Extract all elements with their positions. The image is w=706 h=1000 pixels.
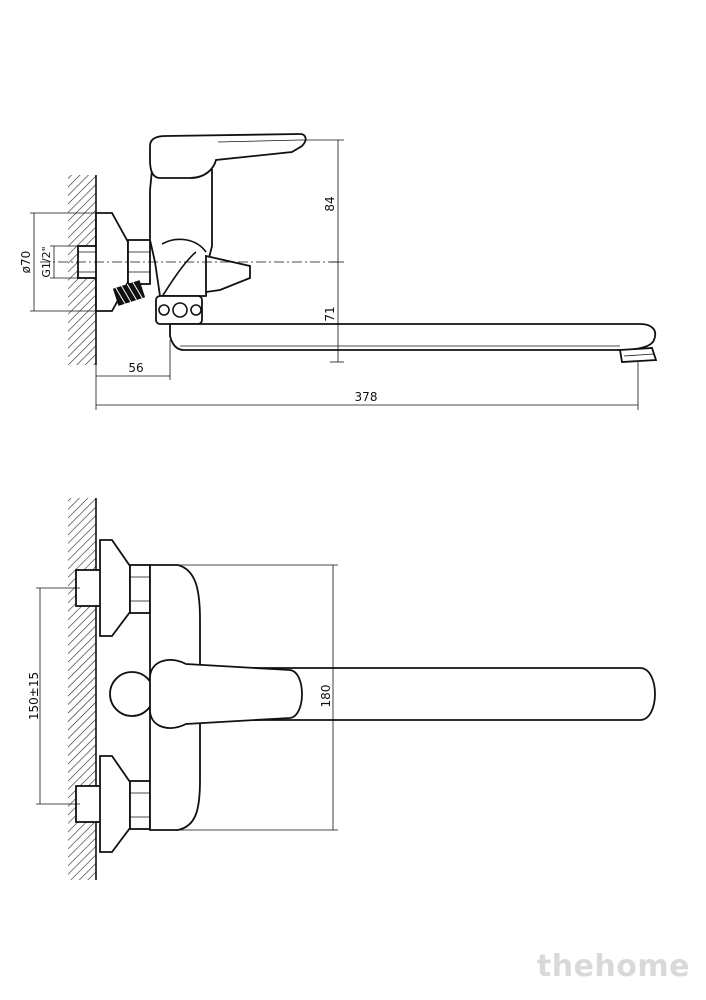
dim-spout-length: 378 (355, 390, 378, 404)
dim-height-upper: 84 (323, 196, 337, 211)
knob-top (109, 671, 155, 717)
dim-height-lower: 71 (323, 306, 337, 321)
flange-top-upper (99, 539, 131, 637)
nut-top-upper (129, 564, 151, 614)
side-view: 84 71 ø70 G1/2" 56 378 (19, 133, 658, 410)
nut-top-lower (129, 780, 151, 830)
watermark: thehome (536, 949, 690, 984)
filter-thread (112, 280, 146, 306)
dim-wall-offset: 56 (128, 361, 143, 375)
diverter-knob (205, 254, 251, 294)
top-view: 150±15 180 (27, 498, 656, 880)
lever-handle-side (149, 133, 307, 179)
lever-handle-top (149, 659, 303, 729)
spout-top (199, 667, 656, 721)
spout-base (155, 295, 203, 325)
dim-thread: G1/2" (40, 246, 53, 277)
faucet-body-side (149, 169, 213, 297)
dim-inlet-spacing: 150±15 (27, 672, 41, 720)
flange-top-lower (99, 755, 131, 853)
dim-flange-diameter: ø70 (19, 251, 33, 274)
dim-body-width: 180 (319, 685, 333, 708)
